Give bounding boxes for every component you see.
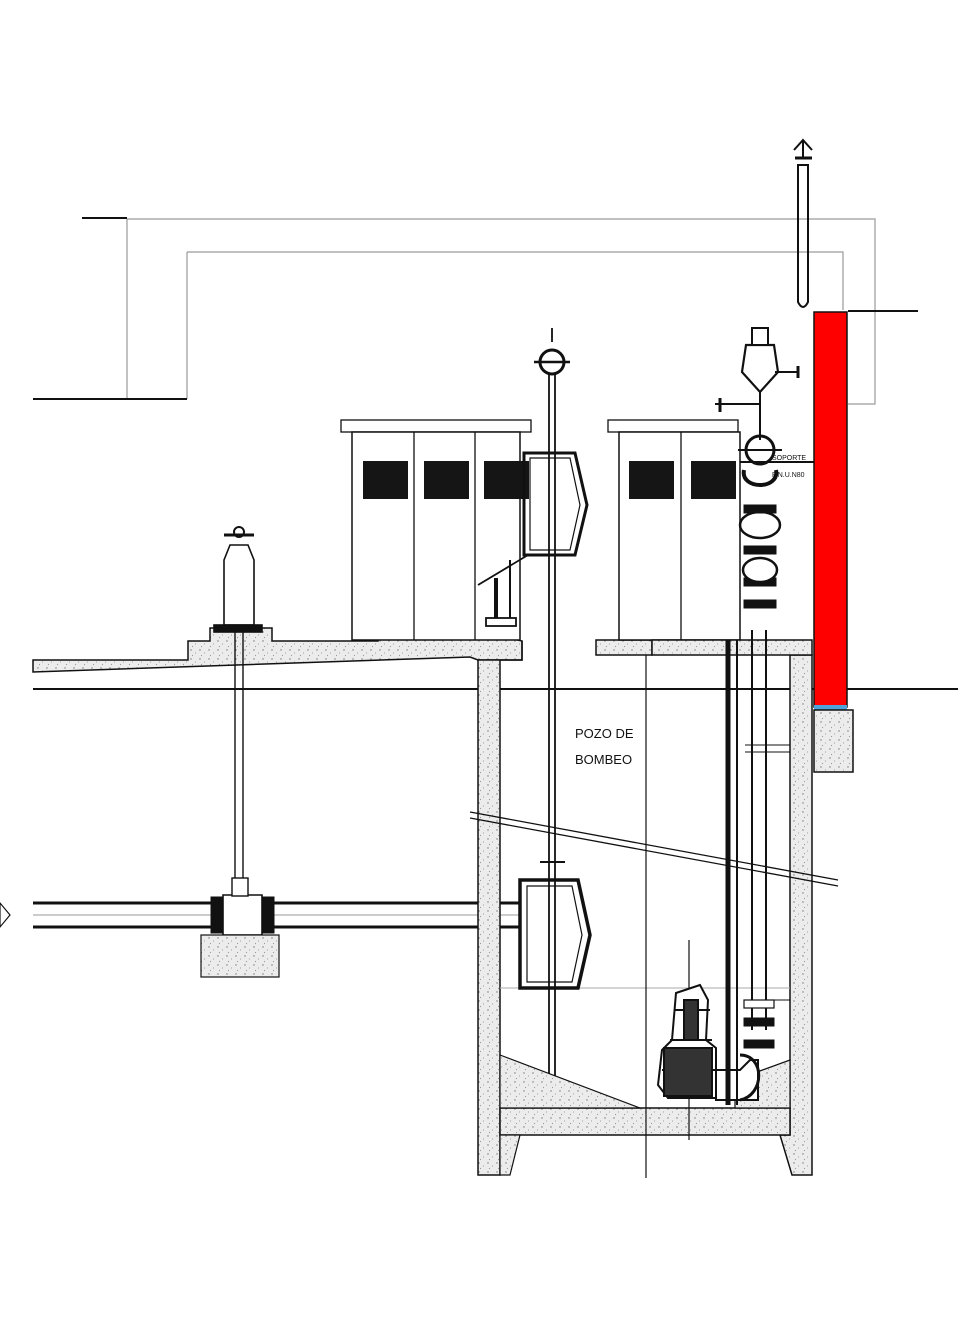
electrical-cabinet-right xyxy=(607,419,741,641)
roof-edge-lines xyxy=(33,217,918,400)
valve-stand xyxy=(213,526,263,633)
water-strip xyxy=(814,705,847,710)
left-valve-stem xyxy=(234,632,244,880)
support-label-line2: P.N.U.N80 xyxy=(772,472,805,479)
discharge-riser xyxy=(715,327,815,1105)
floor-slab-right xyxy=(595,639,653,656)
electrical-cabinet-left xyxy=(340,419,532,641)
lower-gate xyxy=(518,861,592,990)
ventilation-pipe xyxy=(793,138,813,308)
pit-label-line1: POZO DE xyxy=(575,726,634,741)
pit-centerlines xyxy=(645,655,690,1178)
pit-label-line2: BOMBEO xyxy=(575,752,632,767)
wall-foundation xyxy=(813,709,854,773)
support-label-line1: SOPORTE xyxy=(772,455,806,462)
pipe-support-block xyxy=(200,934,280,978)
upper-gate-mechanism xyxy=(477,328,589,1100)
inlet-pipeline xyxy=(0,877,520,978)
pumping-pit xyxy=(477,639,813,1176)
section-break-line xyxy=(469,811,839,887)
highlighted-wall xyxy=(813,311,848,708)
